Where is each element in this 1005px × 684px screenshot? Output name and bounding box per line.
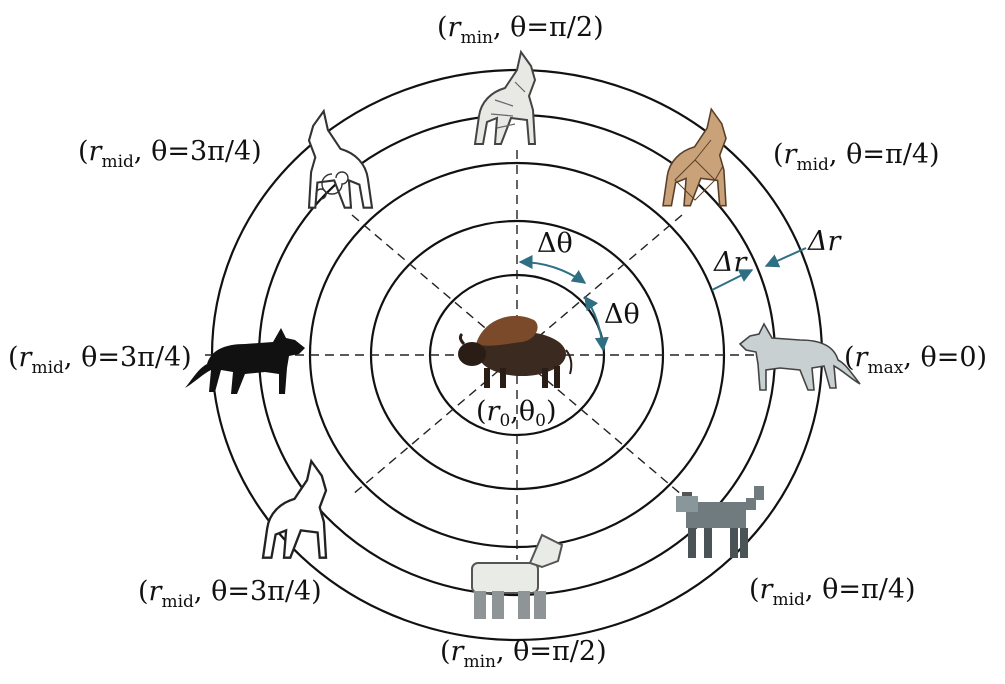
label-left: (rmid, θ=3π/4)	[8, 342, 192, 378]
label-bottom-right: (rmid, θ=π/4)	[749, 574, 916, 610]
delta-theta-arc-1	[518, 255, 587, 284]
delta-r-label-2: Δr	[807, 226, 842, 257]
polygon-wolf-icon	[662, 108, 727, 207]
delta-r-arrow-1	[711, 269, 754, 291]
flat-wolf-icon	[471, 533, 564, 619]
pixel-wolf-icon	[676, 486, 764, 558]
delta-r-arrows	[711, 247, 807, 291]
delta-theta-arc-2	[584, 295, 609, 352]
grey-wolf-icon	[739, 323, 861, 391]
delta-theta-label-1: Δθ	[537, 228, 573, 259]
delta-theta-label-2: Δθ	[604, 299, 640, 330]
center-label: (r0,θ0)	[476, 396, 557, 431]
delta-r-arrow-2	[764, 247, 807, 268]
spiral-wolf-icon	[307, 110, 374, 209]
bison-icon	[458, 315, 573, 388]
howling-wolf-sketch-icon	[474, 51, 536, 145]
label-top-right: (rmid, θ=π/4)	[773, 139, 940, 175]
delta-r-label-1: Δr	[713, 247, 748, 278]
label-top: (rmin, θ=π/2)	[437, 12, 604, 48]
label-bottom: (rmin, θ=π/2)	[440, 636, 607, 672]
label-right: (rmax, θ=0)	[844, 342, 987, 378]
label-bottom-left: (rmid, θ=3π/4)	[138, 576, 322, 612]
black-wolf-icon	[185, 328, 305, 394]
label-top-left: (rmid, θ=3π/4)	[78, 136, 262, 172]
delta-theta-arrows	[518, 255, 609, 352]
